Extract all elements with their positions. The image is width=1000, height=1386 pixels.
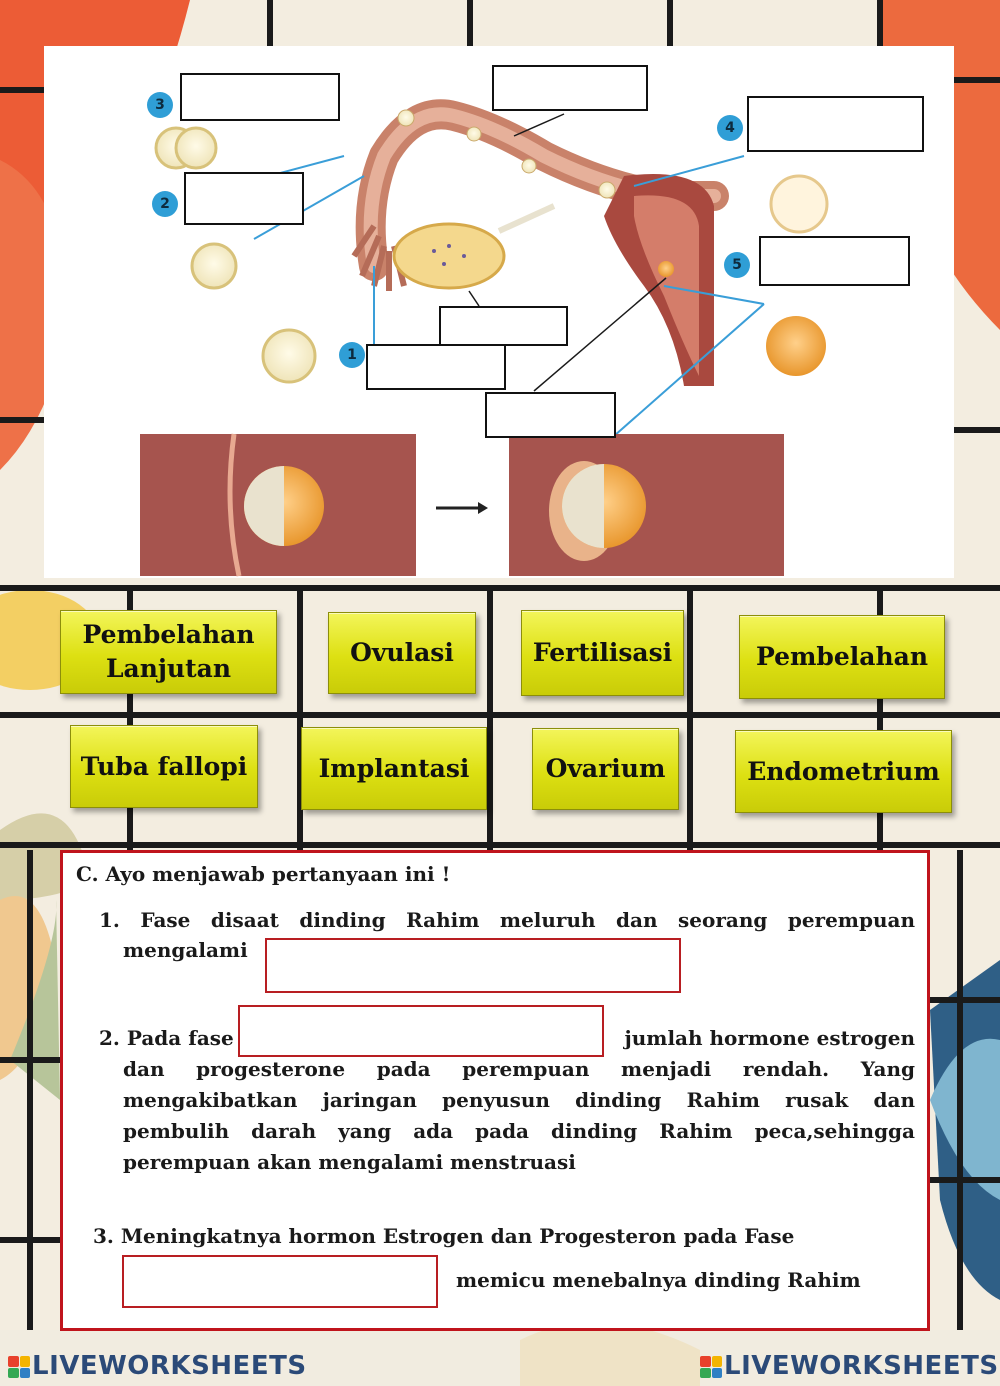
reproduction-diagram: 3 2 1 4 5 xyxy=(44,46,954,578)
drop-box-4[interactable] xyxy=(747,96,924,152)
uterus-illustration xyxy=(140,99,829,577)
question-2-line-3: mengakibatkan jaringan penyusun dinding … xyxy=(123,1088,915,1112)
tile-pembelahan-lanjutan[interactable]: Pembelahan Lanjutan xyxy=(60,610,277,694)
marker-2: 2 xyxy=(152,191,178,217)
answer-input-1[interactable] xyxy=(265,938,681,993)
tile-pembelahan[interactable]: Pembelahan xyxy=(739,615,945,699)
tile-fertilisasi[interactable]: Fertilisasi xyxy=(521,610,684,696)
question-section: C. Ayo menjawab pertanyaan ini ! 1. Fase… xyxy=(60,850,930,1331)
question-3-line-1: 3. Meningkatnya hormon Estrogen dan Prog… xyxy=(93,1224,795,1248)
drop-box-implantation[interactable] xyxy=(485,392,616,438)
question-2-suffix: jumlah hormone estrogen xyxy=(624,1026,916,1050)
marker-1: 1 xyxy=(339,342,365,368)
drop-box-3[interactable] xyxy=(180,73,340,121)
drop-box-2[interactable] xyxy=(184,172,304,225)
drop-box-5[interactable] xyxy=(759,236,910,286)
answer-input-2[interactable] xyxy=(238,1005,604,1057)
tile-endometrium[interactable]: Endometrium xyxy=(735,730,952,813)
tile-implantasi[interactable]: Implantasi xyxy=(301,727,487,810)
liveworksheets-logo-right xyxy=(700,1356,722,1378)
question-3-suffix: memicu menebalnya dinding Rahim xyxy=(456,1268,861,1292)
marker-3: 3 xyxy=(147,92,173,118)
liveworksheets-brand-right: LIVEWORKSHEETS xyxy=(724,1351,999,1381)
answer-input-3[interactable] xyxy=(122,1255,438,1308)
drop-box-1[interactable] xyxy=(366,344,506,390)
marker-5: 5 xyxy=(724,252,750,278)
liveworksheets-brand-left: LIVEWORKSHEETS xyxy=(32,1351,307,1381)
question-1-line-1: 1. Fase disaat dinding Rahim meluruh dan… xyxy=(99,908,915,932)
marker-4: 4 xyxy=(717,115,743,141)
liveworksheets-logo-left xyxy=(8,1356,30,1378)
drop-box-top-center[interactable] xyxy=(492,65,648,111)
tile-ovarium[interactable]: Ovarium xyxy=(532,728,679,810)
question-2-line-5: perempuan akan mengalami menstruasi xyxy=(123,1150,576,1174)
question-2-prefix: 2. Pada fase xyxy=(99,1026,234,1050)
tile-ovulasi[interactable]: Ovulasi xyxy=(328,612,476,694)
section-heading: C. Ayo menjawab pertanyaan ini ! xyxy=(76,862,451,886)
question-2-line-2: dan progesterone pada perempuan menjadi … xyxy=(123,1057,915,1081)
drop-box-ovary[interactable] xyxy=(439,306,568,346)
question-2-line-4: pembulih darah yang ada pada dinding Rah… xyxy=(123,1119,915,1143)
tile-tuba-fallopi[interactable]: Tuba fallopi xyxy=(70,725,258,808)
question-1-line-2: mengalami xyxy=(123,938,248,962)
